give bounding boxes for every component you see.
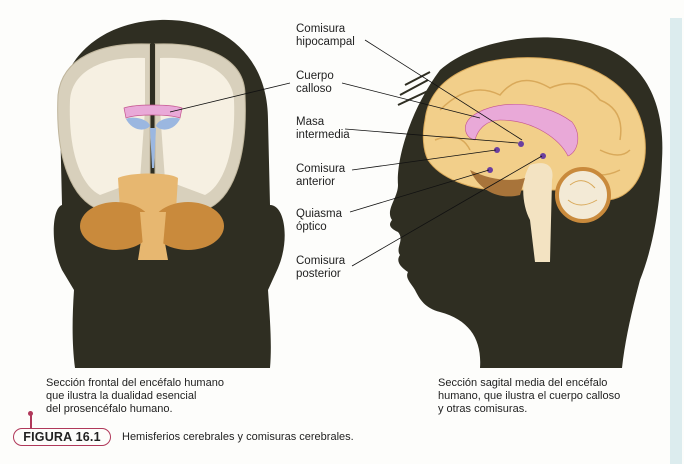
left-caption: Sección frontal del encéfalo humano que …	[46, 377, 224, 415]
label-comisura-posterior: Comisura posterior	[296, 255, 346, 280]
label-cuerpo-calloso: Cuerpo calloso	[296, 70, 334, 95]
leader-lines	[341, 39, 543, 267]
frontal-brain-section	[57, 43, 291, 260]
label-quiasma-optico: Quiasma óptico	[296, 208, 343, 233]
right-caption: Sección sagital media del encéfalo human…	[438, 377, 621, 415]
figure-title: Hemisferios cerebrales y comisuras cereb…	[122, 431, 354, 443]
label-masa-intermedia: Masa intermedia	[296, 116, 350, 141]
figure-number-badge: FIGURA 16.1	[13, 428, 111, 446]
sagittal-brain-section	[422, 57, 646, 262]
page-edge-strip	[670, 18, 682, 464]
label-comisura-anterior: Comisura anterior	[296, 163, 346, 188]
figure-pin-line	[30, 413, 32, 429]
label-comisura-hipocampal: Comisura hipocampal	[296, 23, 355, 48]
